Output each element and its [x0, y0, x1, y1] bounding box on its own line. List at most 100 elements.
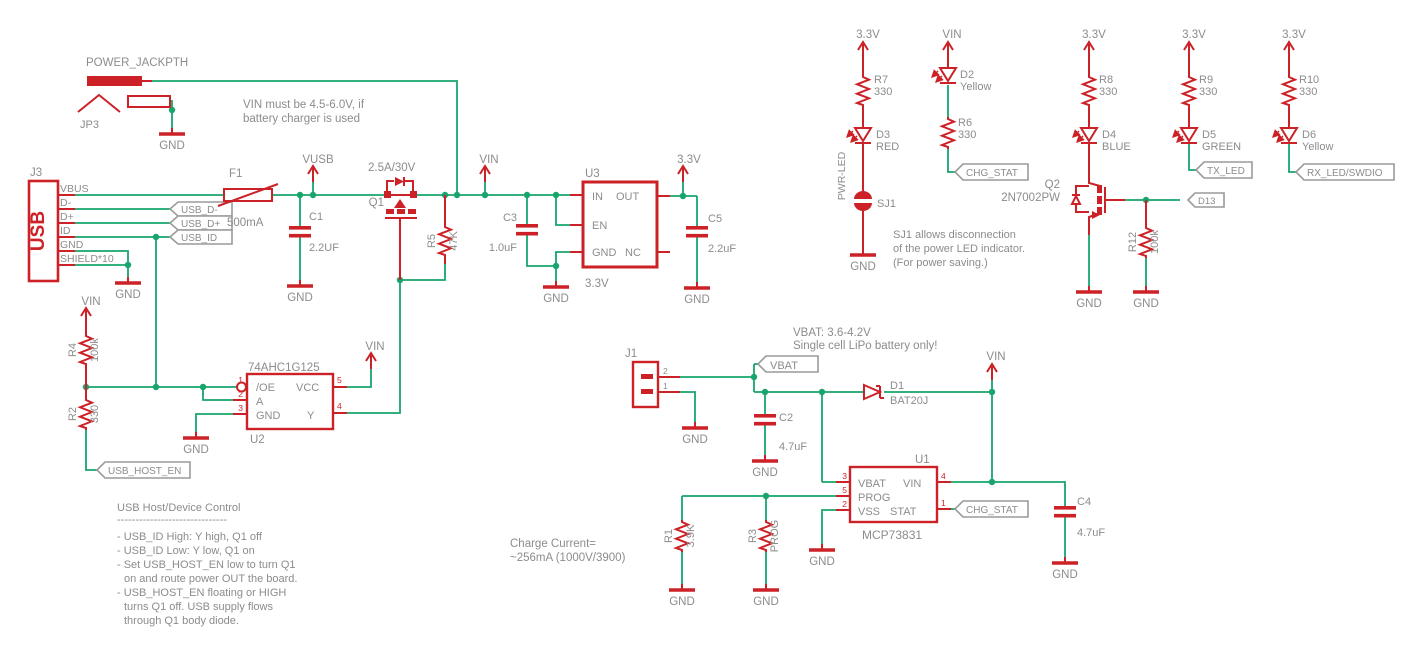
j1-ref: J1	[625, 348, 637, 360]
component-jp3[interactable]: JP3	[77, 93, 171, 131]
component-usb-connector-j3[interactable]: J3 USB VBUS D- D+ ID GND SHIELD*10	[27, 167, 114, 283]
net-flag-usb-id[interactable]: USB_ID	[168, 229, 233, 245]
gnd-label: GND	[752, 467, 778, 479]
r4-ref: R4	[67, 343, 79, 357]
gnd-label: GND	[1133, 298, 1159, 310]
gnd-symbol-c2: GND	[750, 453, 780, 479]
net-flag-chg-stat-u1[interactable]: CHG_STAT	[953, 500, 1029, 518]
supply-vin-r4: VIN	[80, 296, 101, 325]
u1-pin4-number: 4	[941, 471, 946, 481]
c2-ref: C2	[779, 412, 793, 424]
vin-note: VIN must be 4.5-6.0V, if battery charger…	[243, 99, 365, 125]
pwr-led-net-label: PWR-LED	[836, 151, 848, 200]
rx-led-flag-label: RX_LED/SWDIO	[1307, 168, 1383, 179]
component-power-jack[interactable]: POWER_JACKPTH	[86, 57, 188, 86]
net-flag-d13[interactable]: D13	[1186, 192, 1225, 208]
u1-pin1-number: 1	[941, 498, 946, 508]
component-q2-mosfet[interactable]: Q2 2N7002PW	[1001, 143, 1125, 235]
net-flag-chg-stat-top[interactable]: CHG_STAT	[953, 163, 1029, 181]
component-r2[interactable]: R2 330	[67, 387, 101, 431]
c3-value: 1.0uF	[489, 242, 517, 254]
component-c3[interactable]: C3 1.0uF	[489, 212, 538, 254]
component-d1-diode[interactable]: D1 BAT20J	[863, 380, 928, 407]
net-flag-usb-host-en[interactable]: USB_HOST_EN	[95, 461, 191, 479]
vbat-note-line2: Single cell LiPo battery only!	[793, 340, 937, 352]
component-r8[interactable]: R8 330	[1082, 58, 1117, 128]
component-r3[interactable]: R3 PROG	[747, 519, 781, 553]
component-u2-buffer[interactable]: 74AHC1G125 U2 /OE VCC A GND Y 1 2 3 5 4	[233, 362, 347, 446]
supply-vusb: VUSB	[302, 154, 334, 183]
r2-ref: R2	[67, 407, 79, 421]
component-led-d6[interactable]: D6 Yellow	[1273, 128, 1333, 153]
r1-value: 3.9K	[685, 524, 697, 547]
f1-value: 500mA	[227, 217, 264, 229]
u2-pin4-number: 4	[337, 401, 342, 411]
component-c1[interactable]: C1 2.2UF	[289, 211, 339, 254]
component-r10[interactable]: R10 330	[1282, 58, 1319, 128]
u3-ref: U3	[585, 168, 600, 180]
component-sj1-jumper[interactable]: SJ1	[854, 143, 896, 249]
d4-value: BLUE	[1102, 141, 1131, 153]
component-u3-regulator[interactable]: U3 IN OUT EN GND NC 3.3V	[570, 168, 670, 290]
c2-value: 4.7uF	[779, 441, 807, 453]
component-fuse-f1[interactable]: F1 500mA	[217, 168, 279, 229]
j3-pin-vbus: VBUS	[60, 183, 89, 195]
sj1-note-l1: SJ1 allows disconnection	[893, 229, 1016, 241]
component-c4[interactable]: C4 4.7uF	[1054, 496, 1105, 539]
gnd-label: GND	[115, 289, 141, 301]
gnd-symbol-c1: GND	[285, 278, 315, 304]
component-q1-mosfet[interactable]: Q1 2.5A/30V	[368, 162, 417, 280]
component-led-d3[interactable]: D3 RED	[847, 128, 899, 153]
component-r6[interactable]: R6 330	[941, 116, 976, 150]
component-r4[interactable]: R4 100k	[67, 324, 101, 387]
j3-ref: J3	[30, 167, 42, 179]
d2-value: Yellow	[960, 81, 991, 93]
d1-ref: D1	[890, 380, 904, 392]
u1-pin-vin: VIN	[903, 478, 921, 490]
u2-pin-vcc: VCC	[296, 382, 319, 394]
j3-pin-shield: SHIELD*10	[60, 253, 114, 265]
gnd-label: GND	[669, 596, 695, 608]
d4-ref: D4	[1102, 129, 1116, 141]
u1-pin2-number: 2	[842, 499, 847, 509]
net-flag-usb-dm[interactable]: USB_D-	[168, 201, 233, 217]
net-flag-tx-led[interactable]: TX_LED	[1194, 161, 1253, 179]
usb-note-l6: turns Q1 off. USB supply flows	[124, 601, 273, 613]
gnd-label: GND	[684, 294, 710, 306]
component-c5[interactable]: C5 2.2uF	[686, 213, 736, 255]
component-r5[interactable]: R5 47K	[426, 195, 460, 264]
gnd-label: GND	[753, 596, 779, 608]
component-led-d4[interactable]: D4 BLUE	[1073, 128, 1131, 153]
gnd-symbol-u2: GND	[181, 430, 211, 456]
component-r1[interactable]: R1 3.9K	[663, 519, 697, 553]
net-flag-vbat[interactable]: VBAT	[756, 355, 819, 373]
charge-note-line1: Charge Current=	[510, 538, 596, 550]
c5-ref: C5	[708, 213, 722, 225]
component-led-d2[interactable]: D2 Yellow	[932, 58, 991, 93]
d6-value: Yellow	[1302, 141, 1333, 153]
component-led-d5[interactable]: D5 GREEN	[1173, 128, 1241, 153]
v33-label: 3.3V	[1182, 29, 1206, 41]
c5-value: 2.2uF	[708, 243, 736, 255]
u1-pin-stat: STAT	[890, 506, 917, 518]
u1-pin5-number: 5	[842, 485, 847, 495]
usb-note-l1: - USB_ID High: Y high, Q1 off	[117, 531, 263, 543]
net-flag-rx-led[interactable]: RX_LED/SWDIO	[1294, 163, 1395, 181]
u1-pin-vbat: VBAT	[858, 478, 886, 490]
r3-value: PROG	[769, 520, 781, 552]
r2-value: 330	[89, 405, 101, 423]
component-j1-connector[interactable]: J1 2 1	[625, 348, 680, 409]
component-c2[interactable]: C2 4.7uF	[754, 412, 807, 453]
component-r12[interactable]: R12 100k	[1127, 200, 1161, 259]
chg-stat-flag-label: CHG_STAT	[966, 168, 1018, 179]
component-r9[interactable]: R9 330	[1182, 58, 1217, 128]
v33-label: 3.3V	[1082, 29, 1106, 41]
usb-connector-label: USB	[28, 211, 49, 251]
c1-value: 2.2UF	[309, 242, 339, 254]
c3-ref: C3	[503, 212, 517, 224]
component-u1-charger[interactable]: U1 VBAT VIN PROG VSS STAT MCP73831 3 5 2…	[836, 454, 951, 542]
gnd-symbol-j3: GND	[113, 275, 143, 301]
component-r7[interactable]: R7 330	[856, 58, 892, 128]
net-flag-usb-dp[interactable]: USB_D+	[168, 215, 233, 231]
